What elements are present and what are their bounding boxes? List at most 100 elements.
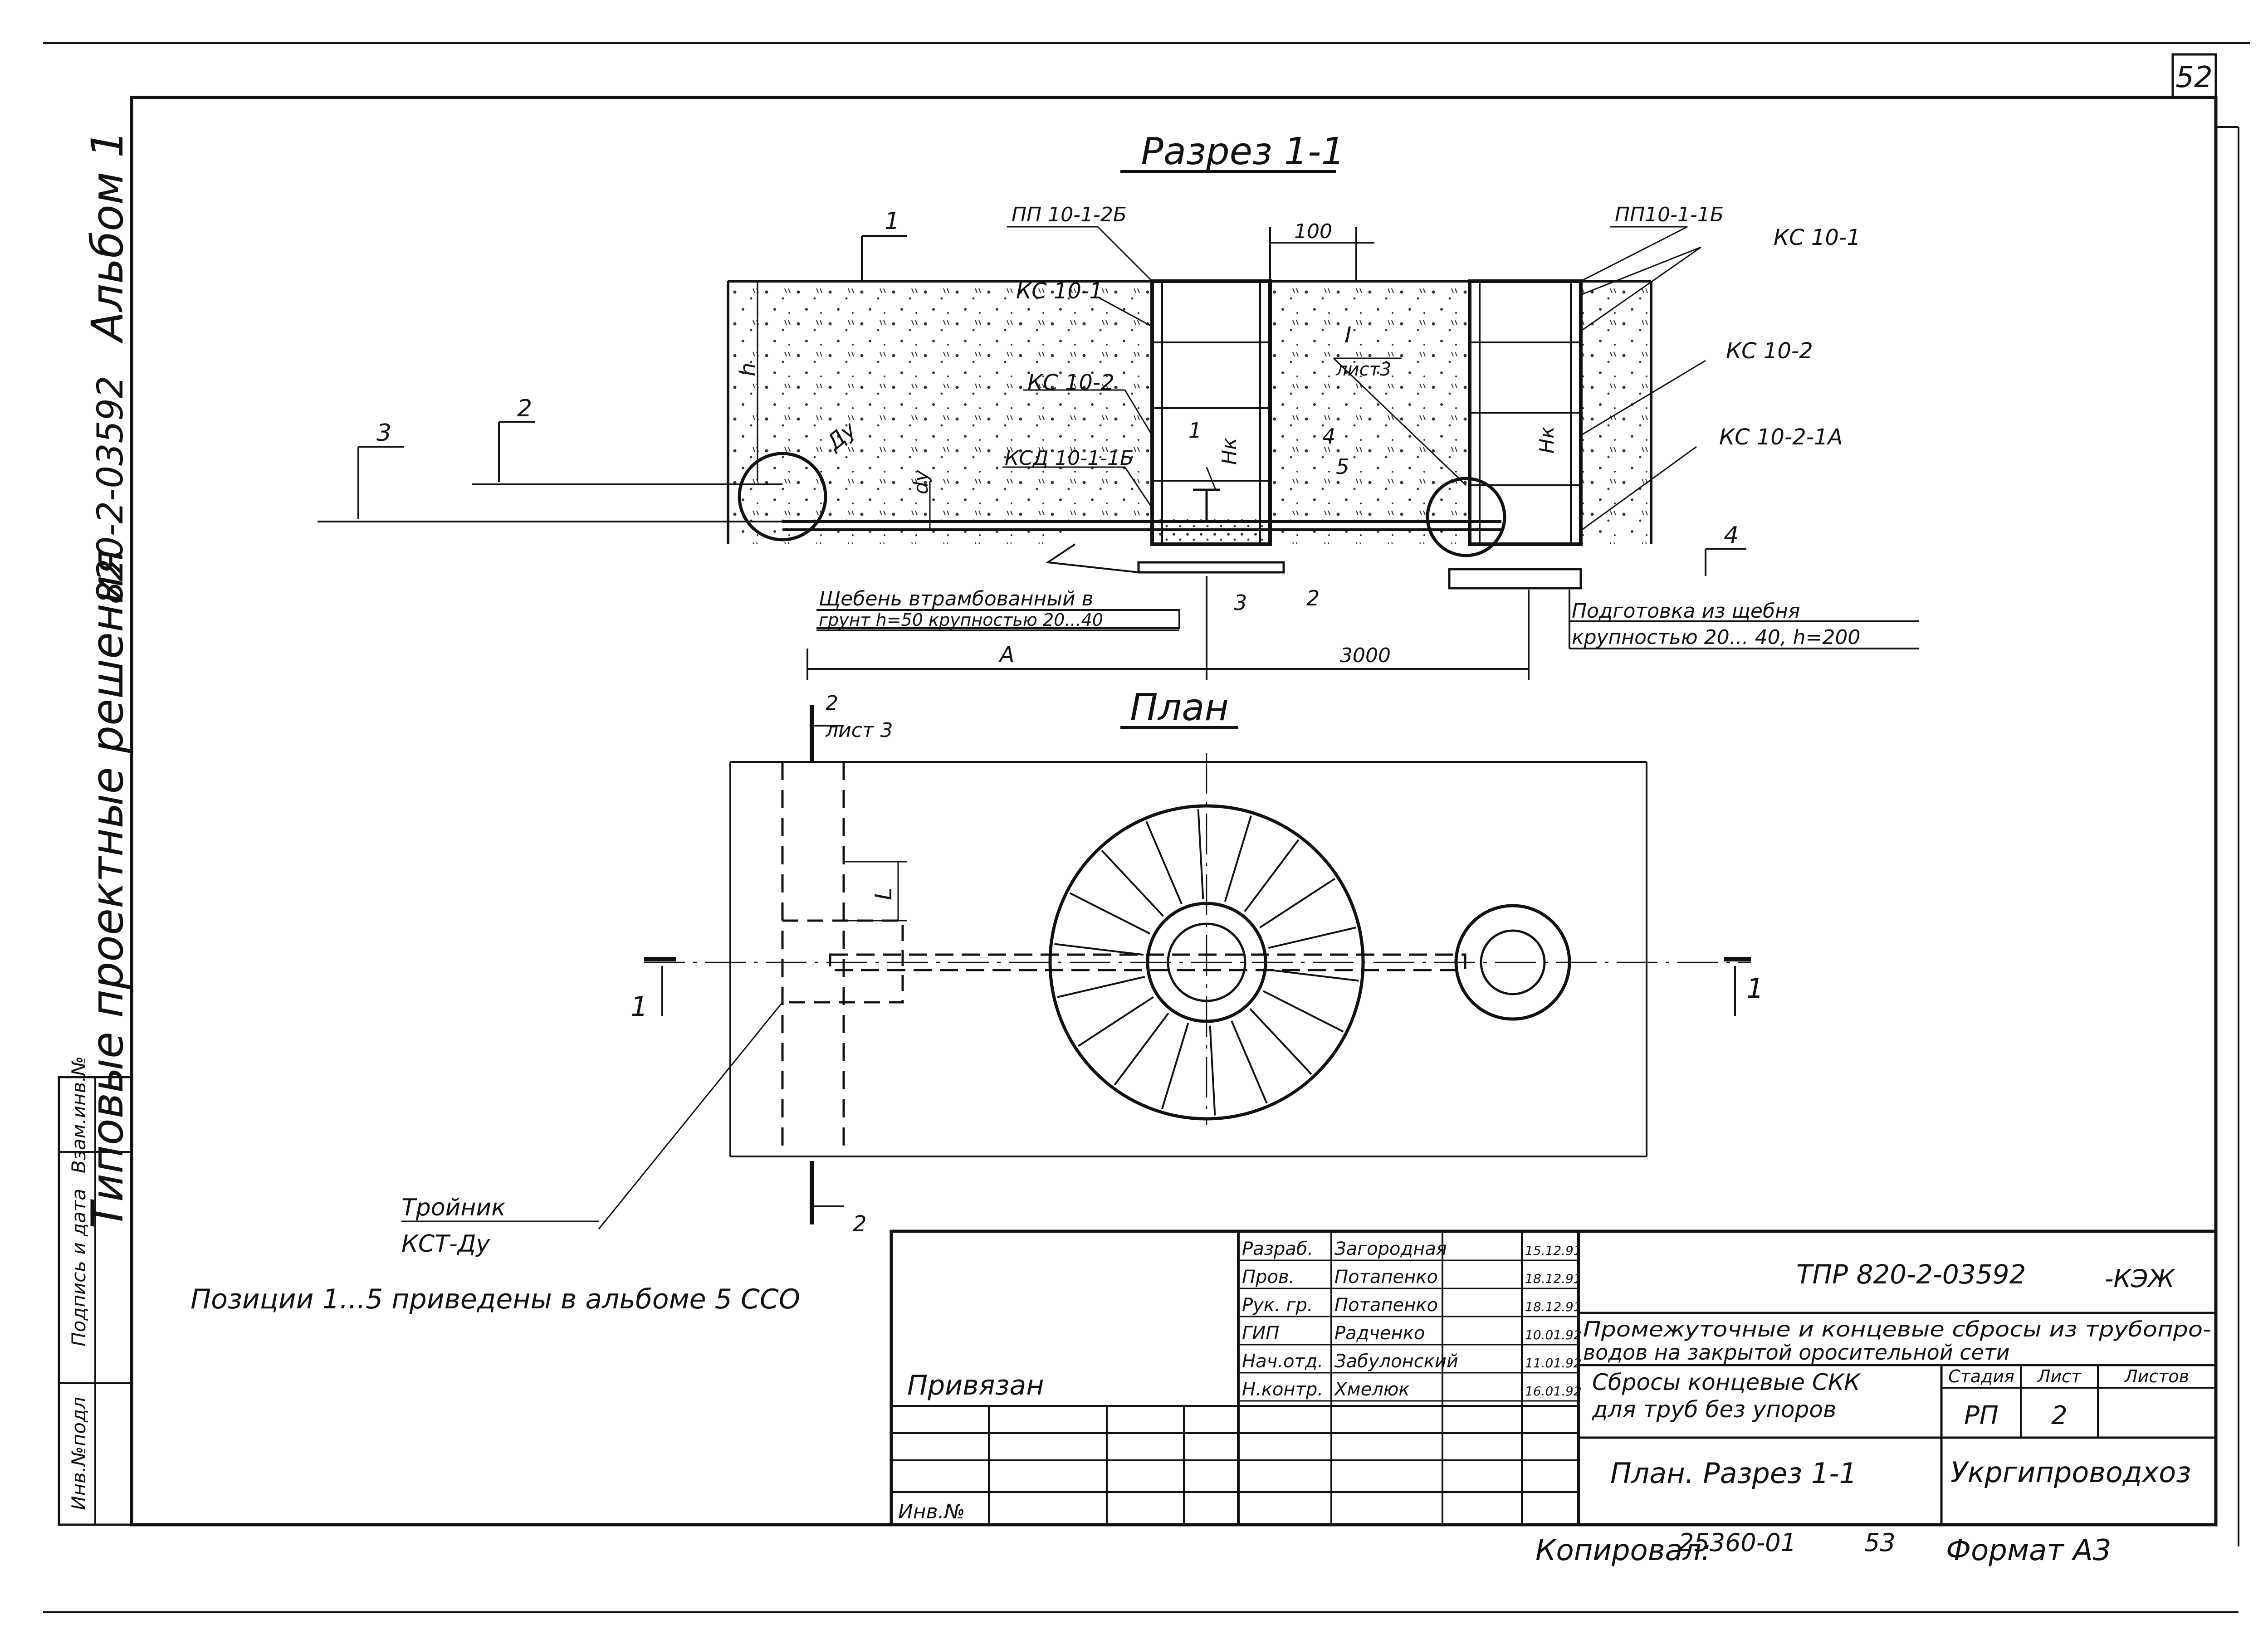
sheet-title-line2: для труб без упоров: [1592, 1396, 1836, 1423]
value-sheet: 2: [2051, 1401, 2068, 1430]
signature-role: Пров.: [1242, 1267, 1295, 1288]
radial-rib: [1197, 809, 1204, 899]
dim-L: L: [870, 888, 897, 900]
label-ksd: КСД 10-1-1Б: [1005, 447, 1134, 470]
label-kc101-left: КС 10-1: [1016, 278, 1103, 304]
ref-I: I: [1345, 322, 1351, 348]
callout-2: 2: [517, 395, 532, 422]
label-kc101-right: КС 10-1: [1774, 225, 1861, 250]
dim-h: h: [735, 363, 761, 376]
callout-1-inner: 1: [1188, 418, 1202, 443]
sheet-frame: [43, 42, 2250, 1613]
signature-date: 15.12.91: [1525, 1243, 1582, 1258]
ref-list3: лист3: [1335, 359, 1391, 380]
cut-1-right: 1: [1746, 973, 1764, 1005]
radial-rib: [1224, 815, 1252, 902]
signature-role: Нач.отд.: [1242, 1351, 1323, 1372]
radial-rib: [1069, 892, 1151, 935]
sheet-title-line1: Сбросы концевые СКК: [1592, 1369, 1861, 1395]
cut-2-top: 2: [826, 692, 838, 715]
label-pp-right: ПП10-1-1Б: [1615, 203, 1724, 226]
radial-rib: [1269, 969, 1359, 982]
organization: Укргипроводхоз: [1950, 1456, 2191, 1489]
radial-rib: [1101, 849, 1164, 917]
dim-100: 100: [1294, 220, 1332, 243]
callout-4: 4: [1724, 522, 1739, 549]
label-kc102-right: КС 10-2: [1726, 338, 1813, 364]
signature-date: 18.12.91: [1525, 1299, 1582, 1314]
stamp-signature-date: Подпись и дата: [68, 1189, 90, 1346]
project-code: ТПР 820-2-03592: [1796, 1259, 2026, 1290]
header-stage: Стадия: [1948, 1366, 2014, 1386]
stamp-vzam-inv: Взам.инв.№: [68, 1056, 90, 1173]
signature-name: Забулонский: [1334, 1351, 1458, 1372]
radial-rib: [1268, 927, 1356, 949]
radial-rib: [1057, 976, 1145, 998]
copy-label: Копировал:: [1535, 1534, 1711, 1567]
radial-ribs: [1054, 809, 1359, 1116]
left-stamp-strip: [58, 1076, 133, 1526]
note-left-line2: грунт h=50 крупностью 20...40: [819, 610, 1103, 630]
label-hk-left: Нк: [1218, 438, 1241, 465]
radial-rib: [1259, 878, 1336, 929]
plan-title: План: [1130, 686, 1229, 729]
label-kc102-left: КС 10-2: [1027, 370, 1114, 395]
copy-number: 25360-01: [1678, 1528, 1796, 1557]
signature-name: Загородная: [1334, 1239, 1447, 1259]
value-stage: РП: [1964, 1401, 1999, 1430]
label-hk-right: Нк: [1535, 426, 1559, 454]
project-name-line2: водов на закрытой оросительной сети: [1583, 1340, 2010, 1365]
note-left-line1: Щебень втрамбованный в: [819, 587, 1093, 610]
dim-3000: 3000: [1340, 644, 1391, 667]
callout-2-bottom: 2: [1306, 586, 1320, 610]
header-sheets: Листов: [2124, 1366, 2189, 1386]
cut-1-left: 1: [631, 991, 648, 1023]
typical-solutions-label: Типовые проектные решения: [82, 549, 133, 1229]
signature-date: 10.01.92: [1525, 1327, 1582, 1342]
signature-role: Н.контр.: [1242, 1379, 1323, 1400]
plan-drawing: [598, 705, 1751, 1229]
privyazan-label: Привязан: [907, 1370, 1044, 1401]
signature-date: 11.01.92: [1525, 1356, 1582, 1371]
inv-no-label: Инв.№: [898, 1500, 965, 1523]
stamp-inv-podl: Инв.№подл: [68, 1397, 90, 1510]
title-block: [890, 1229, 2218, 1527]
signature-date: 16.01.92: [1525, 1384, 1582, 1399]
radial-rib: [1114, 1012, 1169, 1086]
radial-rib: [1231, 1020, 1268, 1104]
series-label: 820-2-03592: [90, 376, 131, 604]
note-right-line2: крупностью 20... 40, h=200: [1572, 626, 1860, 649]
note-right-line1: Подготовка из щебня: [1572, 600, 1800, 623]
copy-page: 53: [1864, 1528, 1896, 1557]
tee-label-1: Тройник: [401, 1194, 506, 1221]
callout-3-bottom: 3: [1234, 590, 1247, 615]
radial-rib: [1161, 1023, 1189, 1110]
signature-date: 18.12.91: [1525, 1271, 1582, 1286]
signature-name: Радченко: [1334, 1323, 1425, 1344]
callout-4-inner: 4: [1322, 424, 1335, 449]
project-name-line1: Промежуточные и концевые сбросы из трубо…: [1583, 1317, 2211, 1341]
radial-rib: [1244, 839, 1300, 912]
tee-label-2: КСТ-Ду: [401, 1230, 490, 1258]
label-pp-left: ПП 10-1-2Б: [1012, 203, 1127, 226]
signature-role: Разраб.: [1242, 1239, 1313, 1259]
cut-2-top-sheet: лист 3: [825, 719, 893, 742]
drawing-title: План. Разрез 1-1: [1610, 1457, 1857, 1490]
project-code-suffix: -КЭЖ: [2105, 1264, 2176, 1293]
signature-role: Рук. гр.: [1242, 1295, 1313, 1316]
callout-1-top: 1: [885, 208, 899, 235]
signature-name: Потапенко: [1334, 1267, 1438, 1288]
album-label: Альбом 1: [82, 130, 133, 344]
label-kc1021a: КС 10-2-1А: [1719, 424, 1843, 450]
format-label: Формат А3: [1946, 1534, 2112, 1567]
callout-5-inner: 5: [1336, 454, 1349, 479]
signature-name: Потапенко: [1334, 1295, 1438, 1316]
label-du-small: dу: [909, 469, 933, 494]
dim-A: А: [998, 642, 1015, 668]
radial-rib: [1077, 996, 1154, 1047]
radial-rib: [1145, 821, 1183, 905]
signature-name: Хмелюк: [1334, 1379, 1410, 1400]
radial-rib: [1249, 1008, 1312, 1075]
